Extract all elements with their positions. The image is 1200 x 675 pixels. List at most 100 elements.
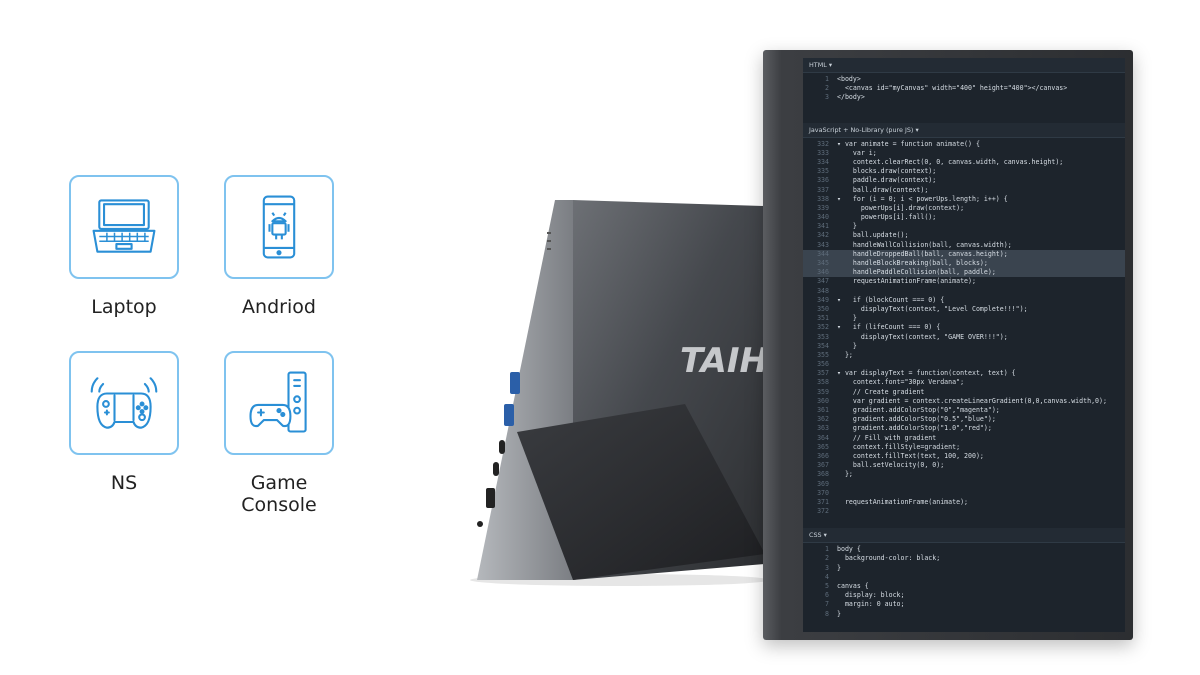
line-number: 337 — [817, 185, 829, 194]
line-text[interactable]: } — [837, 609, 841, 618]
line-text[interactable]: handlePaddleCollision(ball, paddle); — [837, 268, 996, 277]
line-text[interactable]: ▾ for (i = 0; i < powerUps.length; i++) … — [837, 194, 1008, 203]
line-text[interactable]: <canvas id="myCanvas" width="400" height… — [837, 84, 1068, 93]
line-text[interactable]: body { — [837, 545, 861, 554]
line-text[interactable]: displayText(context, "Level Complete!!!"… — [837, 304, 1028, 313]
line-text[interactable] — [837, 489, 1125, 498]
line-text[interactable]: }; — [837, 350, 853, 359]
line-number: 360 — [817, 396, 829, 405]
device-card-android — [224, 175, 334, 279]
game-console-icon — [249, 371, 307, 433]
line-number: 344 — [817, 249, 829, 258]
line-text[interactable]: // Create gradient — [837, 387, 925, 396]
code-line: 6 display: block; — [803, 591, 1125, 600]
line-text[interactable]: margin: 0 auto; — [837, 600, 905, 609]
line-number: 4 — [825, 572, 829, 581]
line-text[interactable] — [837, 287, 1125, 296]
css-pane-header[interactable]: CSS ▾ — [803, 528, 1125, 544]
line-text[interactable]: ▾ if (blockCount === 0) { — [837, 295, 945, 304]
line-number: 349 — [817, 295, 829, 304]
code-line: 335 blocks.draw(context); — [803, 167, 1125, 176]
line-text[interactable]: canvas { — [837, 582, 869, 590]
line-number: 333 — [817, 148, 829, 157]
device-label-android: Andriod — [242, 296, 316, 318]
device-card-game-console — [224, 351, 334, 455]
line-text[interactable]: <body> — [837, 75, 861, 83]
line-text[interactable]: } — [837, 341, 857, 350]
line-text[interactable]: var gradient = context.createLinearGradi… — [837, 396, 1107, 405]
android-phone-icon — [262, 195, 296, 259]
line-text[interactable]: } — [837, 314, 857, 323]
line-text[interactable]: var i; — [837, 148, 877, 157]
code-line: 4 — [803, 573, 1125, 582]
line-text[interactable]: blocks.draw(context); — [837, 167, 937, 176]
code-line: 366 context.fillText(text, 100, 200); — [803, 452, 1125, 461]
code-line: 349 ▾ if (blockCount === 0) { — [803, 296, 1125, 305]
line-text[interactable]: handleBlockBreaking(ball, blocks); — [837, 259, 988, 267]
code-line: 340 powerUps[i].fall(); — [803, 213, 1125, 222]
line-number: 341 — [817, 222, 829, 231]
line-text[interactable]: background-color: black; — [837, 554, 941, 563]
line-number: 7 — [825, 600, 829, 609]
line-text[interactable]: context.clearRect(0, 0, canvas.width, ca… — [837, 157, 1064, 166]
line-number: 345 — [817, 259, 829, 267]
line-text[interactable]: context.fillStyle=gradient; — [837, 442, 961, 451]
line-text[interactable]: ▾ var displayText = function(context, te… — [837, 369, 1016, 378]
line-text[interactable] — [837, 480, 1125, 489]
line-text[interactable]: }; — [837, 470, 853, 479]
line-number: 1 — [825, 75, 829, 83]
line-text[interactable]: paddle.draw(context); — [837, 176, 937, 185]
code-line: 367 ball.setVelocity(0, 0); — [803, 461, 1125, 470]
line-text[interactable]: } — [837, 563, 841, 572]
line-text[interactable]: gradient.addColorStop("1.0","red"); — [837, 424, 992, 433]
line-number: 2 — [825, 84, 829, 93]
code-line: 346 handlePaddleCollision(ball, paddle); — [803, 268, 1125, 278]
line-text[interactable]: } — [837, 222, 857, 231]
line-text[interactable]: ball.draw(context); — [837, 185, 929, 194]
line-text[interactable]: context.font="30px Verdana"; — [837, 378, 965, 387]
line-number: 347 — [817, 277, 829, 286]
line-text[interactable]: // Fill with gradient — [837, 433, 937, 442]
line-text[interactable]: gradient.addColorStop("0.5","blue"); — [837, 415, 996, 424]
code-line: 353 displayText(context, "GAME OVER!!!")… — [803, 333, 1125, 342]
code-line: 338▾ for (i = 0; i < powerUps.length; i+… — [803, 195, 1125, 204]
line-text[interactable]: gradient.addColorStop("0","magenta"); — [837, 406, 1000, 414]
line-text[interactable]: ▾ var animate = function animate() { — [837, 139, 980, 148]
line-number: 366 — [817, 451, 829, 460]
line-number: 5 — [825, 582, 829, 590]
line-number: 8 — [825, 609, 829, 618]
line-text[interactable]: powerUps[i].draw(context); — [837, 203, 965, 212]
code-line: 364 // Fill with gradient — [803, 434, 1125, 443]
code-line: 3} — [803, 564, 1125, 573]
line-text[interactable]: ▾ if (lifeCount === 0) { — [837, 323, 941, 332]
line-number: 6 — [825, 591, 829, 600]
line-text[interactable] — [837, 573, 1125, 582]
line-text[interactable]: requestAnimationFrame(animate); — [837, 497, 969, 506]
line-text[interactable]: ball.setVelocity(0, 0); — [837, 461, 945, 470]
line-text[interactable]: displayText(context, "GAME OVER!!!"); — [837, 332, 1008, 341]
line-number: 348 — [817, 286, 829, 295]
code-line: 341 } — [803, 222, 1125, 231]
js-pane-header[interactable]: JavaScript + No-Library (pure JS) ▾ — [803, 122, 1125, 138]
line-text[interactable] — [837, 507, 1125, 516]
code-line: 343 handleWallCollision(ball, canvas.wid… — [803, 241, 1125, 250]
line-text[interactable]: requestAnimationFrame(animate); — [837, 277, 976, 286]
line-text[interactable]: handleWallCollision(ball, canvas.width); — [837, 240, 1012, 249]
line-text[interactable]: powerUps[i].fall(); — [837, 213, 937, 222]
line-text[interactable]: </body> — [837, 93, 865, 102]
line-text[interactable]: ball.update(); — [837, 231, 909, 240]
device-label-laptop: Laptop — [91, 296, 157, 318]
html-pane-header[interactable]: HTML ▾ — [803, 58, 1125, 73]
device-label-game-console-line2: Console — [241, 494, 317, 516]
line-text[interactable] — [837, 360, 1125, 369]
device-card-laptop — [69, 175, 179, 279]
code-line: 1 body { — [803, 545, 1125, 554]
line-text[interactable]: context.fillText(text, 100, 200); — [837, 451, 984, 460]
js-code: 332▾ var animate = function animate() {3… — [803, 138, 1125, 521]
code-line: 336 paddle.draw(context); — [803, 176, 1125, 185]
line-number: 1 — [825, 545, 829, 554]
line-text[interactable]: display: block; — [837, 591, 905, 600]
code-line: 357▾ var displayText = function(context,… — [803, 369, 1125, 378]
line-text[interactable]: handleDroppedBall(ball, canvas.height); — [837, 249, 1008, 258]
